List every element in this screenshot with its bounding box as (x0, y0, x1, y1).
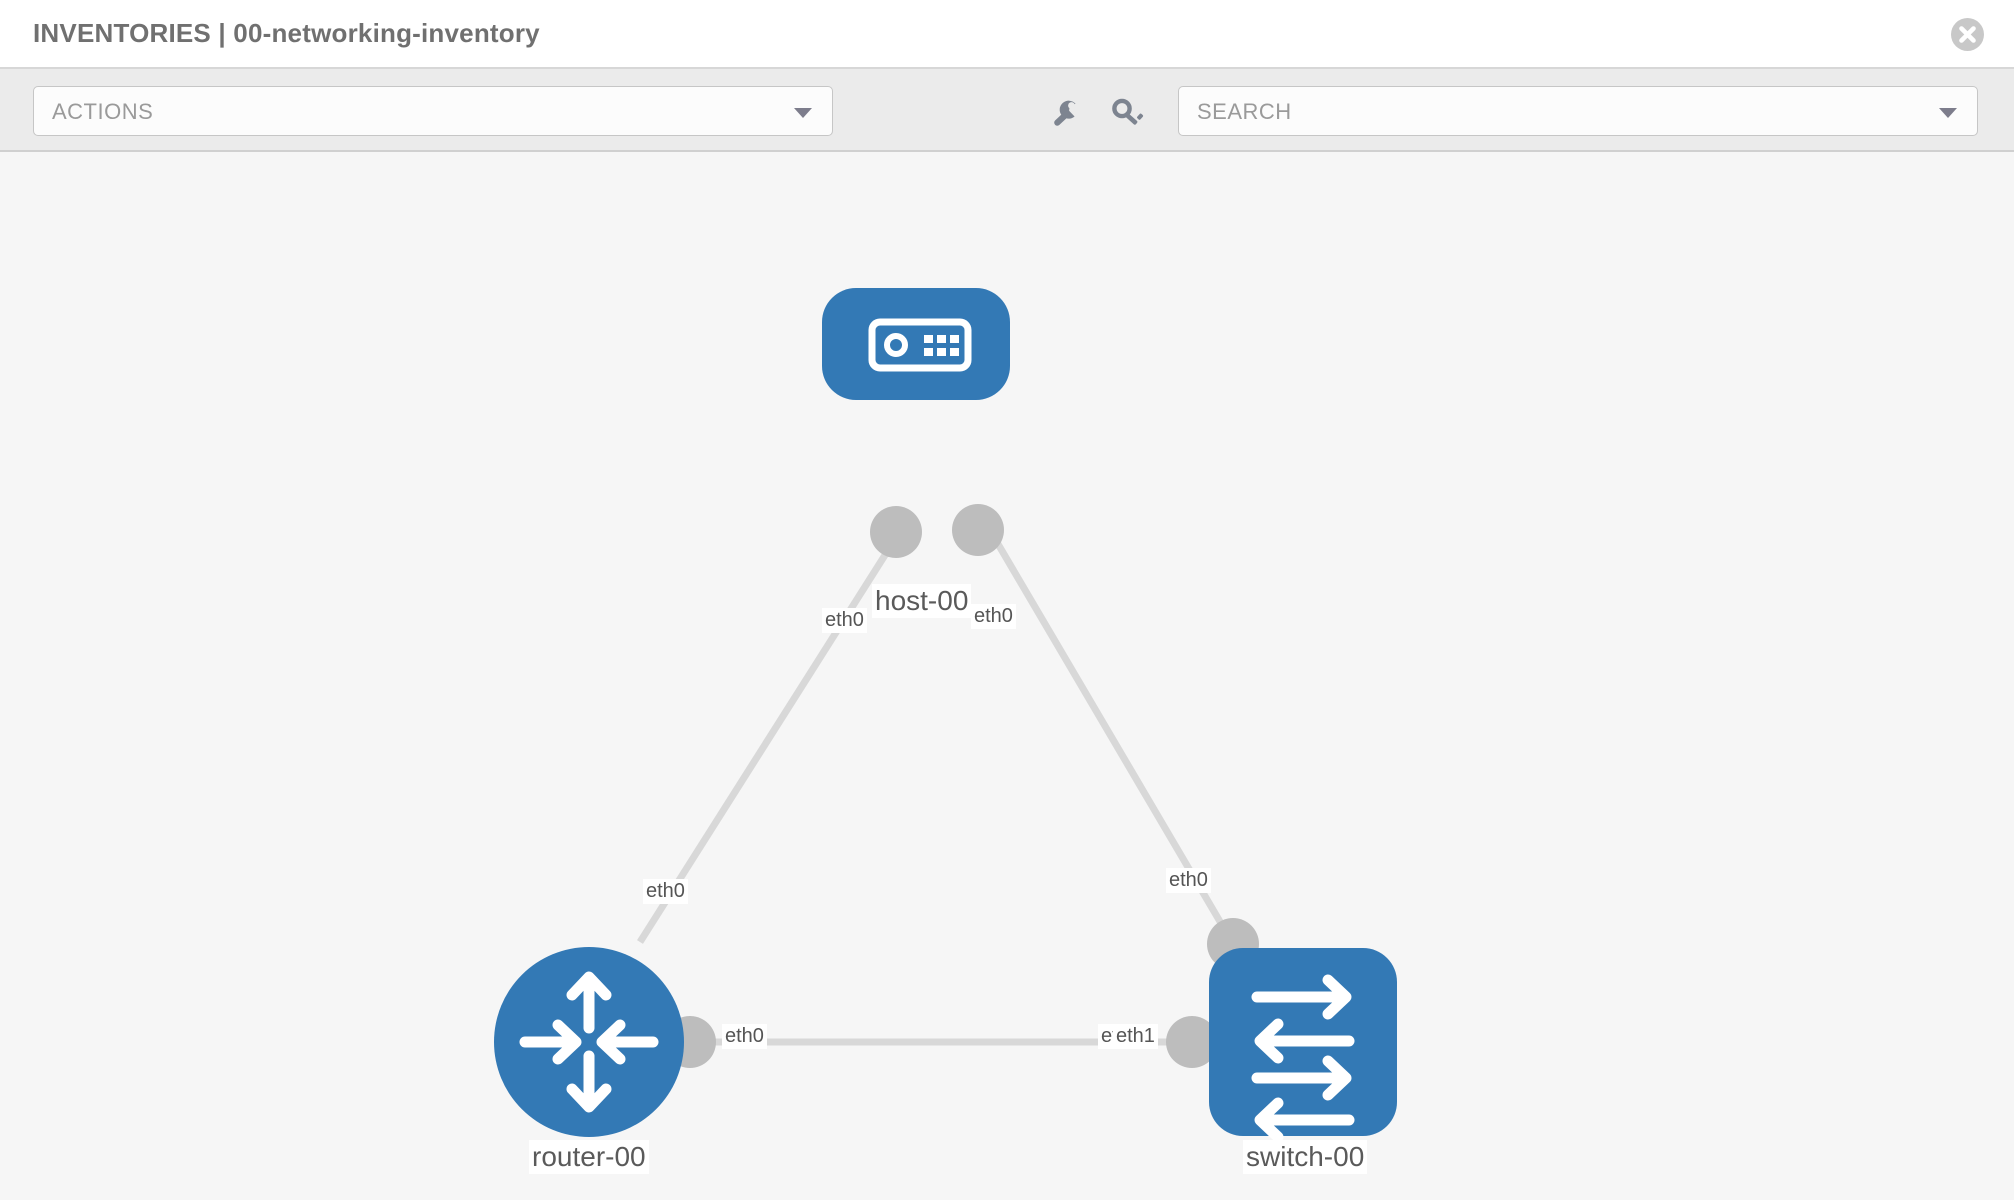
node-switch-00 (1209, 948, 1397, 1143)
connector-host-right (952, 504, 1004, 556)
actions-dropdown-label: ACTIONS (52, 99, 154, 124)
topology-connectors (664, 504, 1259, 1068)
iface-label-host-left[interactable]: eth0 (822, 608, 867, 633)
iface-label-switch-up[interactable]: eth0 (1166, 868, 1211, 893)
node-label-host[interactable]: host-00 (872, 584, 972, 618)
node-host-00 (822, 288, 1010, 400)
chevron-down-icon (794, 108, 812, 118)
page-title: INVENTORIES | 00-networking-inventory (33, 18, 540, 48)
node-label-router[interactable]: router-00 (529, 1140, 649, 1174)
chevron-down-icon[interactable] (1939, 108, 1957, 118)
wrench-icon[interactable] (1048, 96, 1082, 130)
node-router-00 (494, 947, 684, 1137)
topology-canvas[interactable]: host-00 router-00 switch-00 eth0 eth0 et… (0, 152, 2014, 1200)
topology-graph (494, 288, 1397, 1143)
actions-dropdown[interactable]: ACTIONS (33, 86, 833, 136)
iface-label-router-up[interactable]: eth0 (643, 879, 688, 904)
connector-switch-left (1166, 1016, 1218, 1068)
router-arrows-icon (519, 971, 659, 1113)
iface-label-switch-left[interactable]: eth1 (1113, 1024, 1158, 1049)
search-placeholder: SEARCH (1197, 99, 1292, 124)
iface-label-host-right[interactable]: eth0 (971, 604, 1016, 629)
page-header: INVENTORIES | 00-networking-inventory (0, 0, 2014, 69)
node-label-switch[interactable]: switch-00 (1243, 1140, 1368, 1174)
switch-arrows-icon (1251, 974, 1355, 1143)
connector-host-left (870, 506, 922, 558)
search-input[interactable]: SEARCH (1178, 86, 1978, 136)
iface-label-router-right[interactable]: eth0 (722, 1024, 767, 1049)
topology-links (637, 542, 1236, 1046)
close-icon[interactable] (1951, 18, 1984, 51)
key-icon[interactable] (1110, 96, 1144, 130)
server-icon (868, 318, 972, 372)
toolbar: ACTIONS SEARCH (0, 69, 2014, 152)
